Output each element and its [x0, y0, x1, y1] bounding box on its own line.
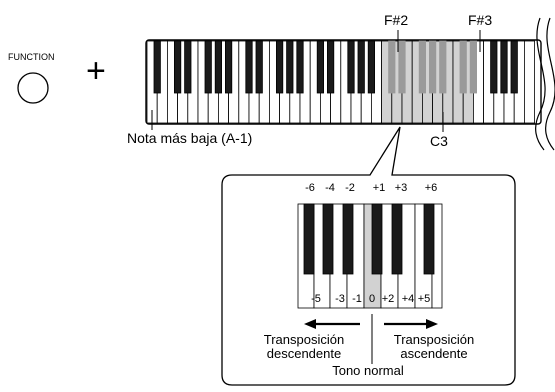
zoom-black-key — [303, 203, 315, 275]
black-key — [316, 40, 325, 94]
black-key — [153, 40, 161, 94]
black-key — [418, 40, 427, 94]
label-c3: C3 — [430, 133, 448, 149]
black-key — [173, 40, 182, 94]
black-key — [490, 40, 498, 94]
normal-tone-caption: Tono normal — [332, 363, 404, 378]
black-key — [255, 40, 263, 94]
zoom-black-key — [371, 203, 383, 275]
black-key — [388, 40, 396, 94]
black-key — [367, 40, 376, 94]
black-key — [510, 40, 518, 94]
label-f-sharp-2: F#2 — [384, 12, 409, 28]
black-key — [326, 40, 335, 94]
bottom-value: -5 — [311, 293, 321, 305]
black-key — [245, 40, 253, 94]
bottom-value: +2 — [381, 293, 395, 305]
zoom-black-keys — [303, 203, 435, 275]
black-key — [357, 40, 365, 94]
bottom-value: +5 — [417, 293, 431, 305]
zoom-black-key — [423, 203, 435, 275]
keyboard-break-mark — [545, 17, 555, 151]
top-value: +6 — [424, 182, 438, 194]
transpose-down-arrowhead — [304, 319, 316, 329]
zoom-black-key — [322, 203, 334, 275]
black-key — [204, 40, 212, 94]
transpose-down-caption: Transposición descendente — [260, 333, 348, 361]
keyboard-black-keys — [153, 40, 518, 94]
keyboard-break-mark — [535, 17, 546, 151]
bottom-value-normal: 0 — [368, 293, 376, 305]
keyboard-white-keys — [146, 40, 536, 124]
black-key — [428, 40, 437, 94]
zoom-white-keys — [297, 203, 443, 309]
function-button-icon — [17, 72, 49, 104]
transpose-up-line: ascendente — [400, 346, 468, 361]
white-key — [524, 40, 536, 124]
transpose-up-line: Transposición — [393, 332, 475, 347]
black-key — [214, 40, 222, 94]
black-key — [296, 40, 304, 94]
transpose-down-line: Transposición — [263, 332, 345, 347]
bottom-value: -3 — [335, 293, 345, 305]
transpose-up-arrowhead — [426, 319, 438, 329]
black-key — [224, 40, 233, 94]
black-key — [286, 40, 294, 94]
bottom-value: -1 — [352, 293, 362, 305]
label-f-sharp-3: F#3 — [468, 12, 493, 28]
black-key — [184, 40, 192, 94]
top-value: -6 — [305, 182, 315, 194]
top-value: -2 — [345, 182, 355, 194]
top-value: -4 — [325, 182, 335, 194]
black-key — [347, 40, 355, 94]
transpose-down-line: descendente — [266, 346, 342, 361]
label-lowest-note: Nota más baja (A-1) — [127, 130, 253, 146]
black-key — [439, 40, 447, 94]
zoom-black-key — [391, 203, 403, 275]
function-button-label: FUNCTION — [8, 52, 55, 62]
top-value: +1 — [372, 182, 386, 194]
black-key — [500, 40, 508, 94]
black-key — [459, 40, 467, 94]
black-key — [469, 40, 478, 94]
black-key — [275, 40, 284, 94]
top-value: +3 — [394, 182, 408, 194]
plus-sign: + — [86, 52, 106, 90]
transpose-up-caption: Transposición ascendente — [384, 333, 484, 361]
bottom-value: +4 — [401, 293, 415, 305]
zoom-black-key — [342, 203, 354, 275]
black-key — [398, 40, 406, 94]
